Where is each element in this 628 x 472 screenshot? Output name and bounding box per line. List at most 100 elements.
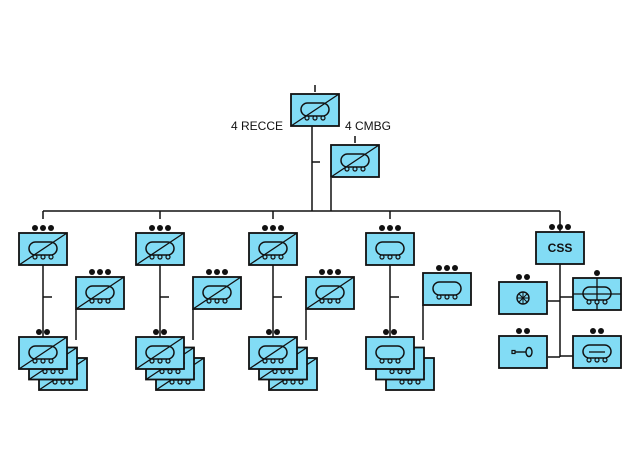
css-label: CSS [548, 241, 573, 255]
wheel-icon [452, 294, 458, 300]
echelon-dot [222, 269, 228, 275]
wheel-icon [58, 368, 64, 375]
wheel-icon [405, 368, 411, 375]
echelon-dot [516, 328, 522, 334]
wheel-icon [320, 115, 326, 121]
echelon-dot [516, 274, 522, 280]
wheel-icon [185, 379, 191, 385]
wheel-icon [222, 298, 228, 304]
echelon-dot [278, 225, 284, 231]
echelon-dot [549, 224, 555, 230]
connector-lines [42, 126, 573, 358]
echelon-dot [266, 329, 272, 335]
wheel-icon [298, 379, 304, 385]
recce-diagonal [330, 144, 380, 178]
wheel-icon [270, 254, 276, 260]
wheel-icon [165, 358, 171, 364]
squadron-unit [365, 225, 415, 266]
troop-unit [18, 329, 68, 370]
wheel-icon [594, 357, 600, 363]
wheel-icon [444, 294, 450, 300]
recce-diagonal [305, 276, 355, 310]
echelon-dot [565, 224, 571, 230]
wheel-icon [50, 368, 56, 375]
css-unit: CSS [535, 224, 585, 265]
echelon-dot [387, 225, 393, 231]
echelon-dot [89, 269, 95, 275]
echelon-dot [436, 265, 442, 271]
wheel-icon [48, 254, 54, 260]
unit-frame [365, 232, 415, 266]
wheel-icon [399, 379, 405, 385]
wheel-icon [415, 379, 421, 385]
wheel-icon [278, 358, 284, 364]
wheel-icon [360, 166, 366, 172]
troop-unit [365, 329, 415, 370]
echelon-dot [383, 329, 389, 335]
wheel-icon [594, 299, 600, 305]
wheel-icon [327, 298, 333, 304]
echelon-dot [379, 225, 385, 231]
echelon-dot [391, 329, 397, 335]
recce-diagonal [290, 93, 340, 127]
wheel-icon [105, 298, 111, 304]
unit-frame [422, 272, 472, 306]
wheel-icon [586, 299, 592, 305]
echelon-dot [97, 269, 103, 275]
echelon-dot [452, 265, 458, 271]
troop-unit [248, 329, 298, 370]
wheel-icon [40, 358, 46, 364]
css-subunit [498, 274, 548, 315]
wheel-icon [436, 294, 442, 300]
troop-unit [135, 329, 185, 370]
echelon-dot [395, 225, 401, 231]
recce-diagonal [18, 336, 68, 370]
echelon-dot [524, 328, 530, 334]
echelon-dot [44, 329, 50, 335]
wheel-icon [157, 358, 163, 364]
wheel-icon [395, 254, 401, 260]
echelon-dot [590, 328, 596, 334]
squadron-hq-element [192, 269, 242, 310]
squadron-hq-element [422, 265, 472, 306]
echelon-dot [153, 329, 159, 335]
wheel-icon [586, 357, 592, 363]
wheel-icon [379, 358, 385, 364]
squadron-unit [18, 225, 68, 266]
echelon-dot [327, 269, 333, 275]
echelon-dot [149, 225, 155, 231]
wheel-icon [602, 357, 608, 363]
echelon-dot [105, 269, 111, 275]
echelon-dot [598, 328, 604, 334]
wheel-icon [397, 368, 403, 375]
squadron-unit [135, 225, 185, 266]
recce-diagonal [75, 276, 125, 310]
wheel-icon [379, 254, 385, 260]
unit-symbols: CSS [18, 85, 622, 391]
wheel-icon [214, 298, 220, 304]
recce-diagonal [135, 232, 185, 266]
echelon-dot [524, 274, 530, 280]
wheel-icon [278, 254, 284, 260]
echelon-dot [335, 269, 341, 275]
recce-diagonal [18, 232, 68, 266]
wheel-icon [60, 379, 66, 385]
echelon-dot [444, 265, 450, 271]
wheel-icon [270, 358, 276, 364]
echelon-dot [319, 269, 325, 275]
wheel-icon [389, 368, 395, 375]
wheel-icon [68, 379, 74, 385]
echelon-dot [36, 329, 42, 335]
squadron-hq-element [305, 269, 355, 310]
echelon-dot [274, 329, 280, 335]
squadron-unit [248, 225, 298, 266]
wheel-icon [48, 358, 54, 364]
unit-frame [535, 231, 585, 265]
echelon-dot [270, 225, 276, 231]
recce-diagonal [192, 276, 242, 310]
wheel-icon [352, 166, 358, 172]
wheel-icon [175, 368, 181, 375]
squadron-hq-element [75, 269, 125, 310]
wheel-icon [167, 368, 173, 375]
